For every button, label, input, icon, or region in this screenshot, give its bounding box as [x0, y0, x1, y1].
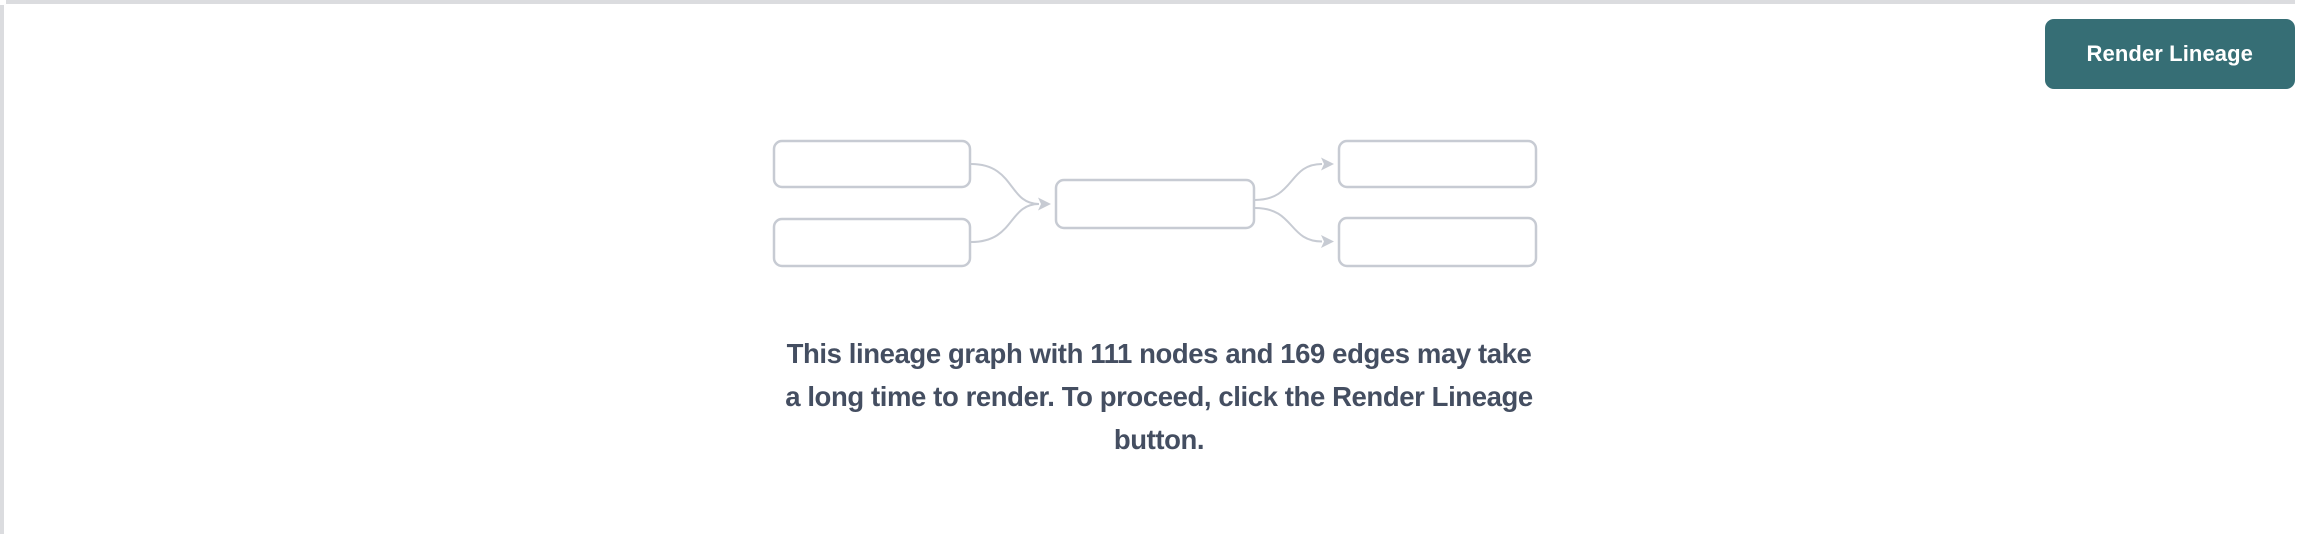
graph-node-box: [1337, 216, 1538, 268]
graph-edge: [970, 163, 1040, 205]
panel-top-border: [6, 0, 2295, 4]
graph-edge: [1254, 207, 1323, 243]
arrowhead-icon: [1321, 235, 1334, 248]
arrowhead-icon: [1038, 197, 1051, 211]
message-line: a long time to render. To proceed, click…: [785, 381, 1533, 412]
message-line: This lineage graph with 111 nodes and 16…: [786, 338, 1532, 369]
graph-node-box: [1054, 178, 1256, 230]
message-line: button.: [1113, 424, 1205, 455]
lineage-warning-message: This lineage graph with 111 nodes and 16…: [754, 332, 1564, 461]
graph-node-box: [772, 217, 972, 268]
lineage-graph-placeholder-icon: [772, 139, 1538, 268]
graph-node-box: [1337, 139, 1538, 189]
render-lineage-button[interactable]: Render Lineage: [2044, 19, 2295, 89]
graph-edge: [1254, 163, 1323, 201]
graph-edge: [970, 203, 1040, 243]
panel-left-border: [0, 5, 4, 534]
arrowhead-icon: [1321, 157, 1334, 171]
graph-node-box: [772, 139, 972, 189]
